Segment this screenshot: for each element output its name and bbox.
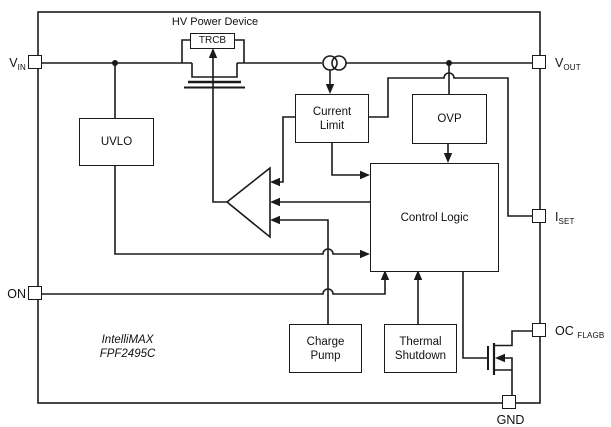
uvlo-to-logic-wire xyxy=(114,164,360,255)
current-limit-block: Current Limit xyxy=(295,94,369,143)
uvlo-block: UVLO xyxy=(79,118,154,166)
junction-dots xyxy=(112,60,452,66)
uvlo-label: UVLO xyxy=(100,136,133,148)
oc-mosfet-symbol xyxy=(487,330,532,396)
iset-pin-label: ISET xyxy=(555,209,575,227)
charge-pump-label-line1: Charge xyxy=(306,335,345,348)
vin-pin xyxy=(28,55,43,70)
gnd-pin xyxy=(502,395,517,410)
vout-pin-label: VOUT xyxy=(555,55,581,73)
charge-pump-to-amp-wire xyxy=(280,219,329,324)
current-sense-icon xyxy=(331,55,347,71)
device-note-line1: IntelliMAX xyxy=(101,334,154,346)
arrow-into-logic-left-bottom xyxy=(360,249,370,259)
device-note-line2: FPF2495C xyxy=(99,348,156,360)
ovp-label: OVP xyxy=(437,113,462,125)
vin-label-base: V xyxy=(9,56,18,70)
gate-amplifier-triangle xyxy=(225,166,271,239)
charge-pump-block: Charge Pump xyxy=(289,324,362,373)
arrow-to-trcb xyxy=(208,48,218,58)
thermal-shutdown-label-line1: Thermal xyxy=(399,335,442,348)
oc-flagb-label-base: OC xyxy=(555,324,574,338)
current-limit-to-amp-wire xyxy=(280,116,295,183)
arrow-amp-input-bottom xyxy=(270,215,280,225)
control-logic-label: Control Logic xyxy=(400,211,469,224)
oc-flagb-label-sub: FLAGB xyxy=(577,331,605,340)
charge-pump-label-line2: Pump xyxy=(310,349,341,362)
control-logic-block: Control Logic xyxy=(370,163,499,272)
on-pin xyxy=(28,286,43,301)
iset-label-sub: SET xyxy=(558,217,575,226)
ic-boundary xyxy=(37,11,541,404)
oc-flagb-pin xyxy=(532,323,547,338)
current-limit-to-logic-wire xyxy=(331,141,360,176)
vout-pin xyxy=(532,55,547,70)
trcb-block: TRCB xyxy=(190,33,235,49)
iset-label-base: I xyxy=(555,210,559,224)
arrow-ovp-into-logic xyxy=(443,153,453,163)
power-fet-source-drain xyxy=(191,63,238,78)
current-limit-label-line1: Current xyxy=(312,105,352,118)
device-note: IntelliMAX FPF2495C xyxy=(75,333,180,361)
current-limit-label-line2: Limit xyxy=(319,119,345,132)
arrow-on-into-logic xyxy=(380,270,390,280)
gnd-pin-label: GND xyxy=(488,412,533,427)
gnd-label-base: GND xyxy=(496,413,525,427)
trcb-connectors xyxy=(181,39,245,63)
arrow-amp-input-top xyxy=(270,177,280,187)
on-to-logic-wire xyxy=(40,280,386,295)
arrow-into-logic-left-top xyxy=(360,170,370,180)
hv-power-device-label: HV Power Device xyxy=(171,16,259,28)
arrow-amp-input-mid xyxy=(270,197,280,207)
arrow-thermal-into-logic xyxy=(413,270,423,280)
vin-pin-label: VIN xyxy=(2,55,26,73)
vout-label-base: V xyxy=(555,56,564,70)
arrow-to-current-limit xyxy=(325,84,335,94)
oc-flagb-pin-label: OC FLAGB xyxy=(555,323,604,341)
ovp-block: OVP xyxy=(412,94,487,144)
thermal-shutdown-label-line2: Shutdown xyxy=(394,349,447,362)
thermal-shutdown-block: Thermal Shutdown xyxy=(384,324,457,373)
on-label-base: ON xyxy=(7,287,26,301)
vout-label-sub: OUT xyxy=(563,63,581,72)
arrowheads xyxy=(208,48,505,363)
gate-drive-wire xyxy=(212,50,227,203)
logic-to-oc-gate-wire xyxy=(462,270,487,359)
iset-pin xyxy=(532,209,547,224)
vin-label-sub: IN xyxy=(17,63,26,72)
arrow-oc-body xyxy=(495,353,505,363)
on-pin-label: ON xyxy=(2,286,26,302)
trcb-label: TRCB xyxy=(198,35,227,46)
